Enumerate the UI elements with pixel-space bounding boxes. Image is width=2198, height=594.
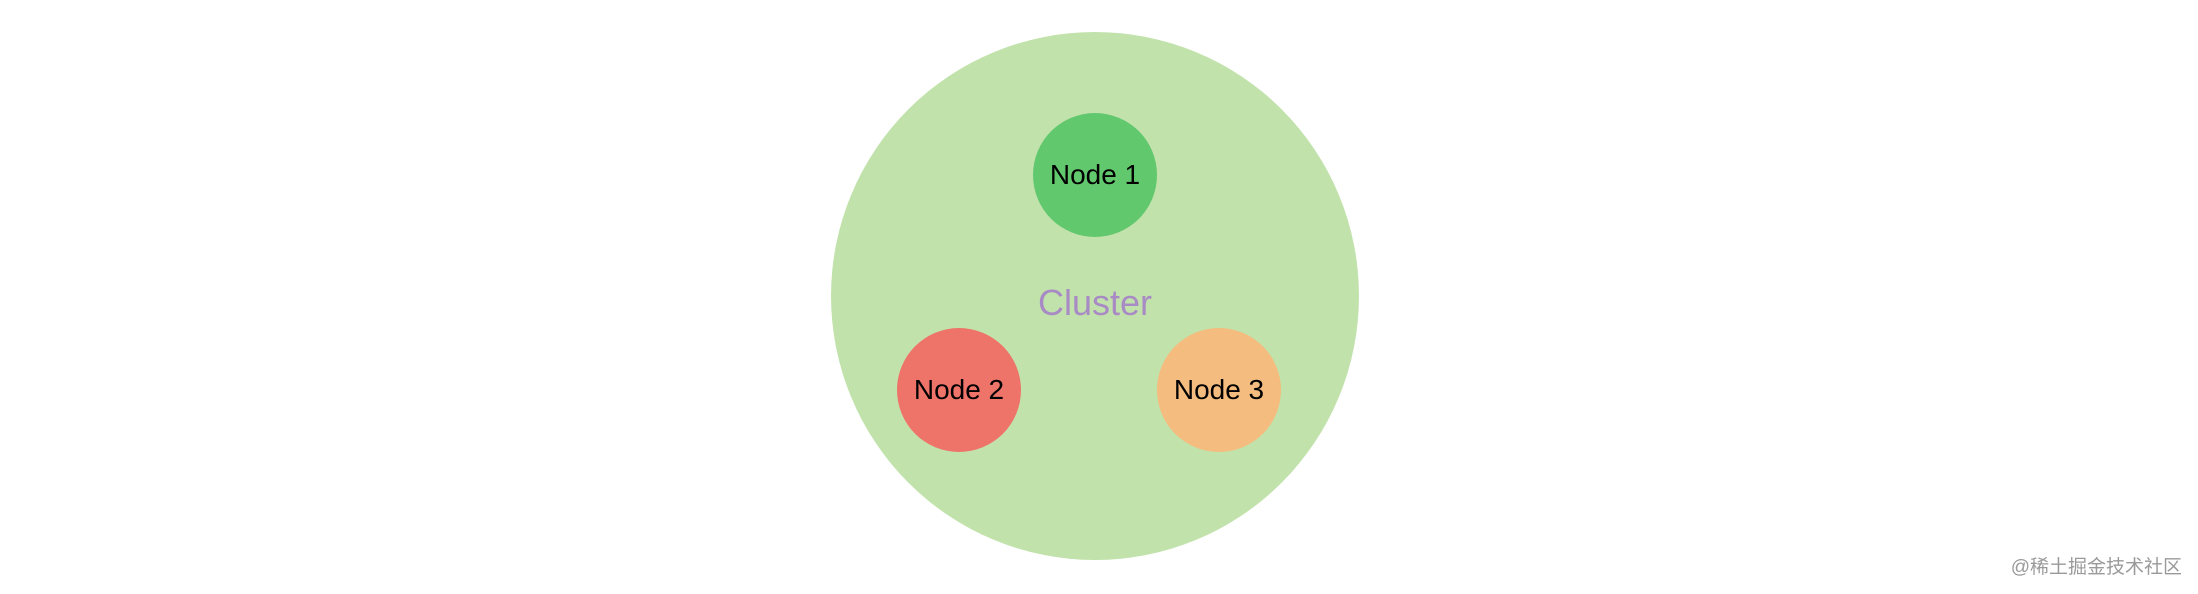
node-1-circle: Node 1 — [1033, 113, 1157, 237]
node-2-label: Node 2 — [913, 374, 1005, 405]
node-1-label: Node 1 — [1049, 159, 1141, 190]
node-3-circle: Node 3 — [1157, 328, 1281, 452]
node-3-label: Node 3 — [1173, 374, 1265, 405]
cluster-label: Cluster — [1037, 282, 1153, 323]
watermark-text: @稀土掘金技术社区 — [2010, 557, 2182, 578]
node-2-circle: Node 2 — [897, 328, 1021, 452]
